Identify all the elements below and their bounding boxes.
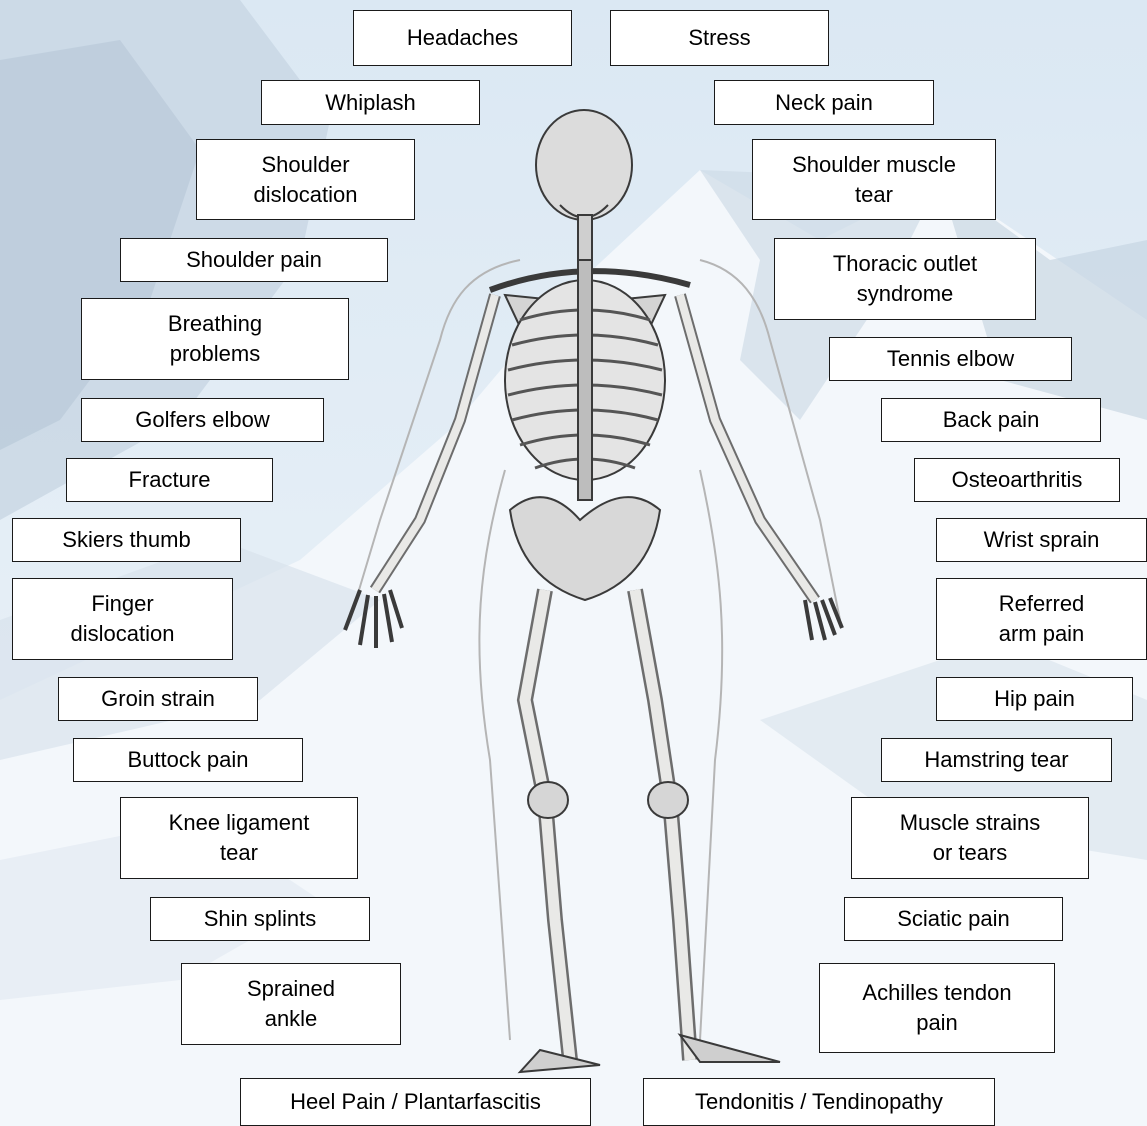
label-breathing-problems-line2: problems xyxy=(170,339,260,369)
label-achilles-line1: Achilles tendon xyxy=(862,978,1011,1008)
label-whiplash-text: Whiplash xyxy=(325,88,415,118)
label-tendonitis-text: Tendonitis / Tendinopathy xyxy=(695,1087,943,1117)
label-knee-ligament-tear-line1: Knee ligament xyxy=(169,808,310,838)
label-hamstring-tear: Hamstring tear xyxy=(881,738,1112,782)
label-tennis-elbow: Tennis elbow xyxy=(829,337,1072,381)
label-thoracic-outlet-line1: Thoracic outlet xyxy=(833,249,977,279)
label-heel-pain-text: Heel Pain / Plantarfascitis xyxy=(290,1087,541,1117)
label-golfers-elbow-text: Golfers elbow xyxy=(135,405,270,435)
label-back-pain-text: Back pain xyxy=(943,405,1040,435)
label-referred-arm-pain-line1: Referred xyxy=(999,589,1085,619)
label-fracture: Fracture xyxy=(66,458,273,502)
label-muscle-strains-line2: or tears xyxy=(933,838,1008,868)
label-muscle-strains-line1: Muscle strains xyxy=(900,808,1041,838)
label-back-pain: Back pain xyxy=(881,398,1101,442)
label-tennis-elbow-text: Tennis elbow xyxy=(887,344,1014,374)
label-breathing-problems-line1: Breathing xyxy=(168,309,262,339)
label-stress-text: Stress xyxy=(688,23,750,53)
label-wrist-sprain-text: Wrist sprain xyxy=(984,525,1100,555)
label-referred-arm-pain-line2: arm pain xyxy=(999,619,1085,649)
label-shoulder-dislocation-line1: Shoulder xyxy=(261,150,349,180)
label-whiplash: Whiplash xyxy=(261,80,480,125)
label-headaches-text: Headaches xyxy=(407,23,518,53)
label-groin-strain-text: Groin strain xyxy=(101,684,215,714)
label-wrist-sprain: Wrist sprain xyxy=(936,518,1147,562)
label-finger-dislocation-line1: Finger xyxy=(91,589,153,619)
label-hip-pain-text: Hip pain xyxy=(994,684,1075,714)
label-golfers-elbow: Golfers elbow xyxy=(81,398,324,442)
label-skiers-thumb: Skiers thumb xyxy=(12,518,241,562)
label-stress: Stress xyxy=(610,10,829,66)
label-thoracic-outlet-line2: syndrome xyxy=(857,279,954,309)
label-sciatic-pain-text: Sciatic pain xyxy=(897,904,1010,934)
label-buttock-pain: Buttock pain xyxy=(73,738,303,782)
label-sprained-ankle-line2: ankle xyxy=(265,1004,318,1034)
label-knee-ligament-tear-line2: tear xyxy=(220,838,258,868)
label-shoulder-muscle-tear-line2: tear xyxy=(855,180,893,210)
label-neck-pain-text: Neck pain xyxy=(775,88,873,118)
label-shoulder-dislocation-line2: dislocation xyxy=(254,180,358,210)
label-hamstring-tear-text: Hamstring tear xyxy=(924,745,1068,775)
label-skiers-thumb-text: Skiers thumb xyxy=(62,525,190,555)
label-shoulder-muscle-tear-line1: Shoulder muscle xyxy=(792,150,956,180)
label-groin-strain: Groin strain xyxy=(58,677,258,721)
label-achilles-line2: pain xyxy=(916,1008,958,1038)
label-headaches: Headaches xyxy=(353,10,572,66)
label-shin-splints-text: Shin splints xyxy=(204,904,317,934)
label-buttock-pain-text: Buttock pain xyxy=(127,745,248,775)
label-fracture-text: Fracture xyxy=(129,465,211,495)
label-tendonitis: Tendonitis / Tendinopathy xyxy=(643,1078,995,1126)
label-neck-pain: Neck pain xyxy=(714,80,934,125)
label-shoulder-pain-text: Shoulder pain xyxy=(186,245,322,275)
label-heel-pain: Heel Pain / Plantarfascitis xyxy=(240,1078,591,1126)
label-sciatic-pain: Sciatic pain xyxy=(844,897,1063,941)
label-finger-dislocation-line2: dislocation xyxy=(71,619,175,649)
label-shin-splints: Shin splints xyxy=(150,897,370,941)
label-sprained-ankle-line1: Sprained xyxy=(247,974,335,1004)
label-hip-pain: Hip pain xyxy=(936,677,1133,721)
label-osteoarthritis: Osteoarthritis xyxy=(914,458,1120,502)
label-osteoarthritis-text: Osteoarthritis xyxy=(952,465,1083,495)
label-shoulder-pain: Shoulder pain xyxy=(120,238,388,282)
